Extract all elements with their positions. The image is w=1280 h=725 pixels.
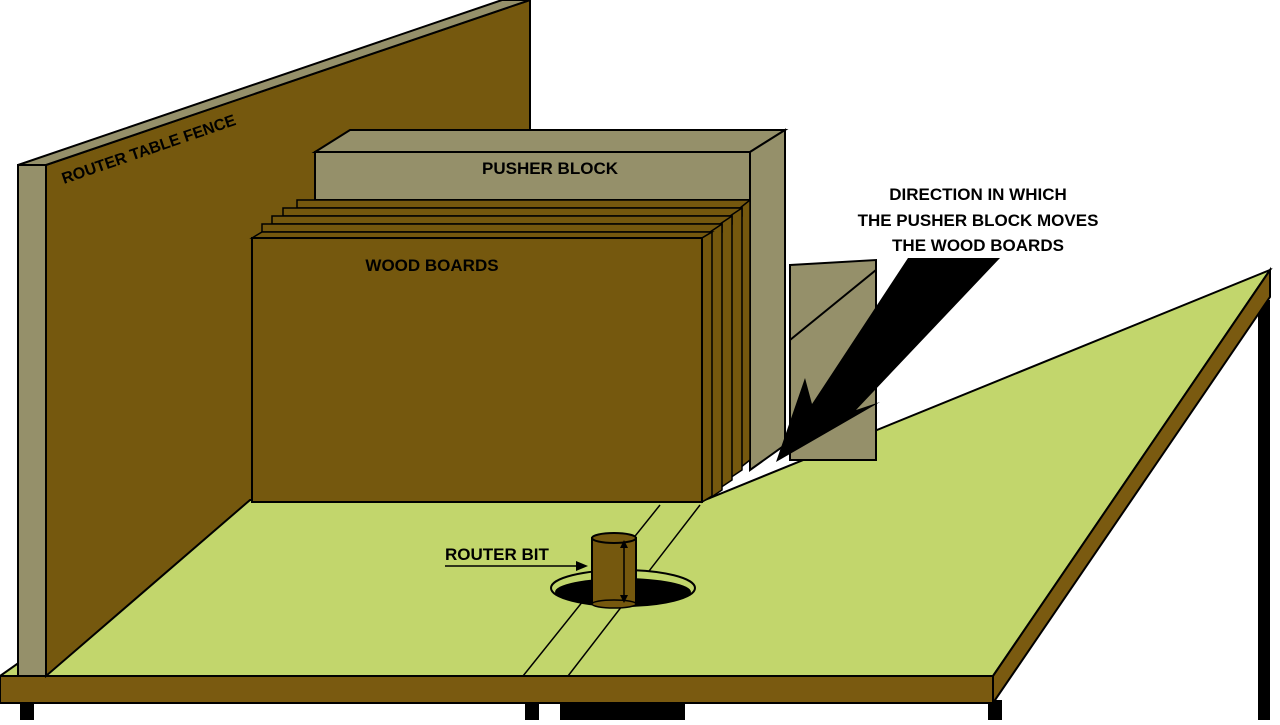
wood-board-4: [282, 206, 743, 480]
pusher-block-front: [314, 151, 751, 201]
table-stand-block: [560, 700, 685, 720]
router-bit-body: [591, 537, 637, 605]
router-bit: [550, 532, 696, 609]
direction-label-line-3: THE WOOD BOARDS: [892, 236, 1064, 255]
pusher-block-side: [749, 128, 786, 472]
table-legs: [20, 300, 1270, 720]
router-bit-label: ROUTER BIT: [445, 545, 550, 564]
direction-label: DIRECTION IN WHICH THE PUSHER BLOCK MOVE…: [858, 185, 1099, 255]
direction-label-line-1: DIRECTION IN WHICH: [889, 185, 1067, 204]
router-bit-top: [591, 532, 637, 544]
router-table: [0, 266, 1273, 707]
table-side-edge: [992, 266, 1271, 707]
router-bit-bottom: [591, 599, 637, 609]
pusher-block: PUSHER BLOCK: [311, 128, 789, 472]
table-leg-back-right: [1258, 300, 1270, 720]
wood-boards-label: WOOD BOARDS: [365, 256, 498, 275]
dimension-arrowhead-top: [620, 540, 628, 548]
pusher-block-top: [311, 129, 789, 153]
direction-label-line-2: THE PUSHER BLOCK MOVES: [858, 211, 1099, 230]
table-leg-front-mid: [525, 700, 539, 720]
direction-arrow-shape: [776, 258, 1000, 462]
fence-top: [17, 0, 531, 166]
table-leg-front-right: [988, 700, 1002, 720]
dimension-arrowhead-bottom: [620, 595, 628, 603]
wood-board-1: [249, 230, 715, 504]
table-front-edge: [0, 675, 994, 704]
table-leg-front-left: [20, 700, 34, 720]
wood-board-2: [261, 222, 723, 500]
wood-board-front: [251, 237, 703, 503]
direction-arrow: [776, 258, 1000, 462]
wood-board-5: [296, 198, 751, 470]
fence-edge: [17, 164, 47, 677]
wood-board-3: [271, 214, 733, 490]
wood-boards: WOOD BOARDS: [249, 198, 751, 504]
router-bit-callout: ROUTER BIT: [445, 545, 588, 571]
router-bit-pointer-head: [576, 561, 588, 571]
pusher-block-label: PUSHER BLOCK: [482, 159, 619, 178]
